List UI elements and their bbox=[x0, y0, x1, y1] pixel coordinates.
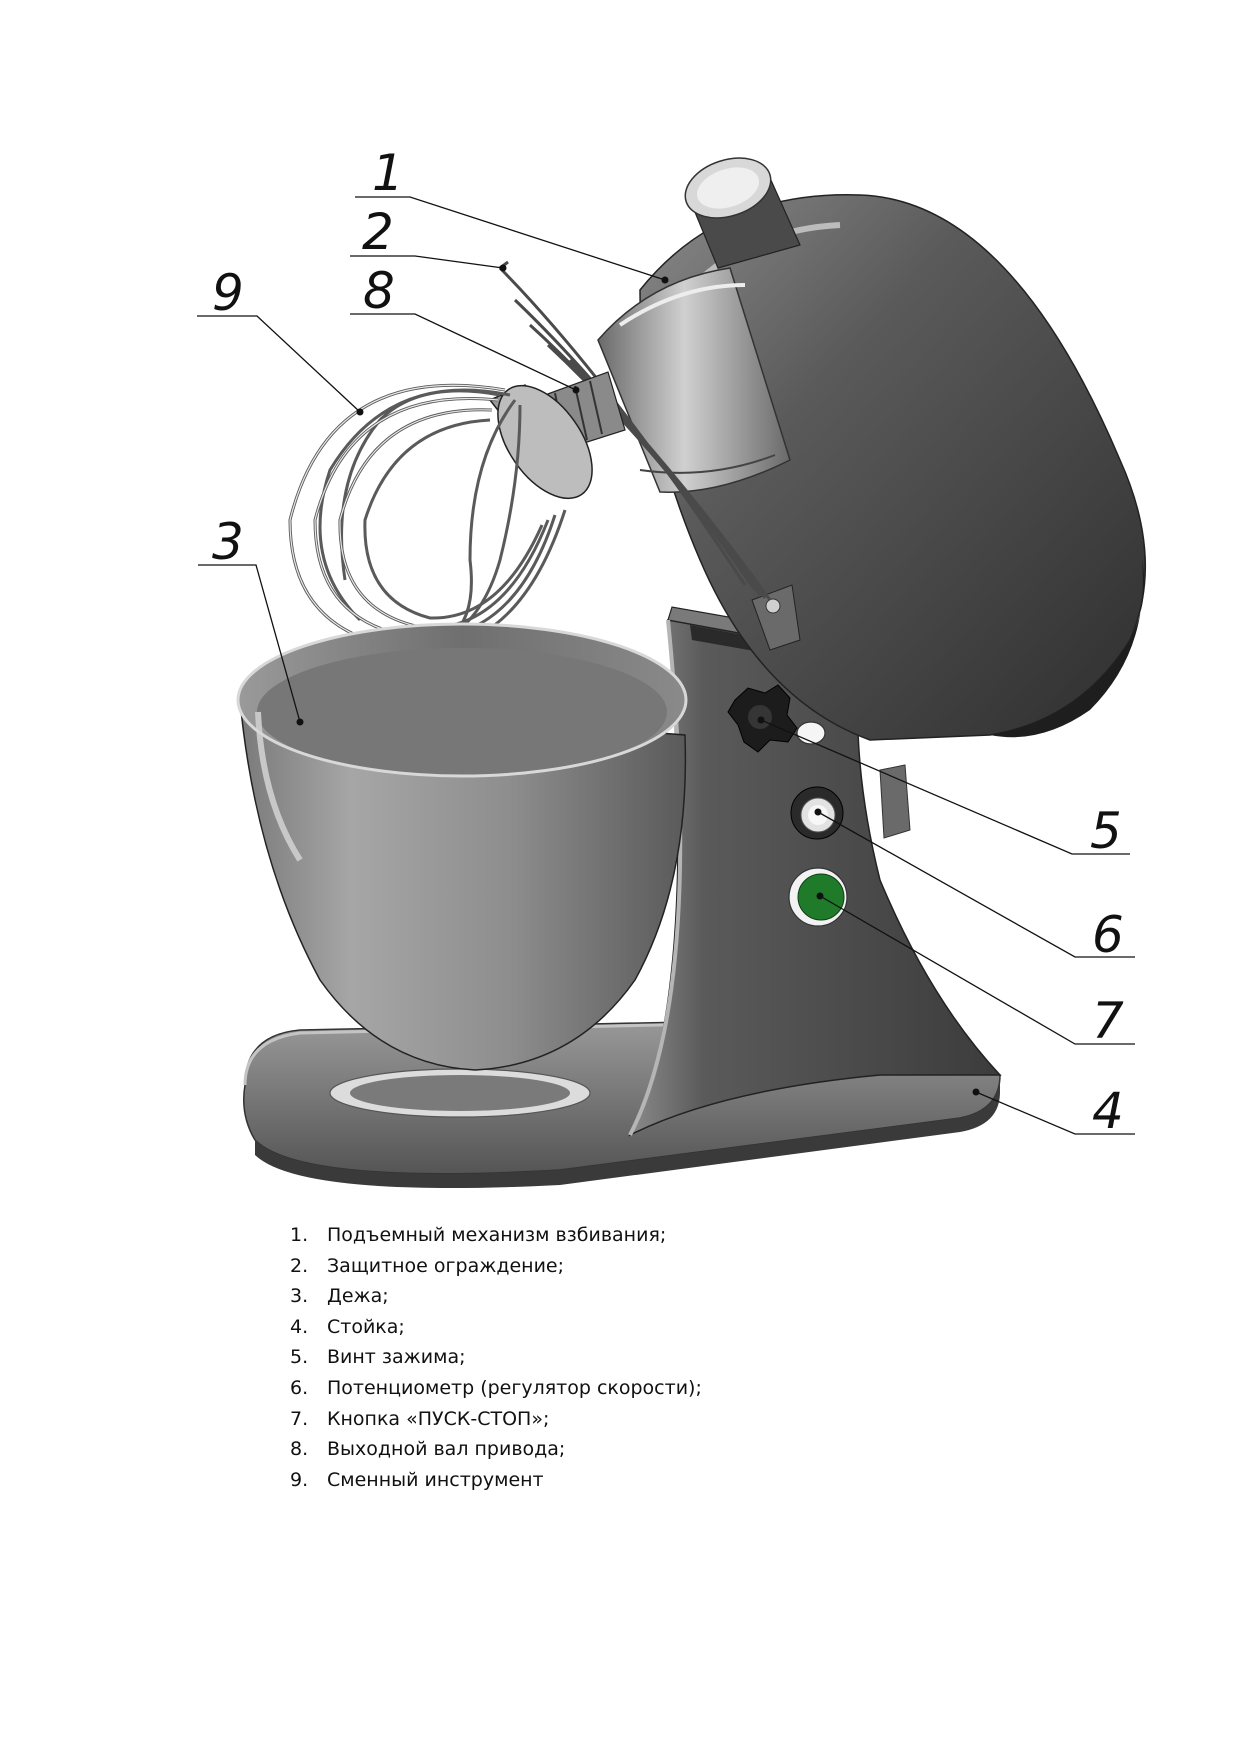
leader-1 bbox=[355, 196, 666, 281]
legend-number: 5. bbox=[290, 1346, 309, 1369]
legend-item: 3. Дежа; bbox=[290, 1281, 702, 1312]
legend-item: 8. Выходной вал привода; bbox=[290, 1434, 702, 1465]
legend-item: 9. Сменный инструмент bbox=[290, 1465, 702, 1496]
legend-text: Выходной вал привода; bbox=[327, 1438, 566, 1461]
callout-6: 6 bbox=[1092, 906, 1124, 964]
mixer-head bbox=[597, 157, 1147, 741]
legend-number: 8. bbox=[290, 1438, 309, 1461]
legend-item: 2. Защитное ограждение; bbox=[290, 1251, 702, 1282]
legend-item: 1. Подъемный механизм взбивания; bbox=[290, 1220, 702, 1251]
leader-5 bbox=[760, 719, 1130, 855]
parts-legend: 1. Подъемный механизм взбивания; 2. Защитн… bbox=[290, 1220, 702, 1495]
callout-3: 3 bbox=[212, 513, 244, 571]
legend-item: 5. Винт зажима; bbox=[290, 1342, 702, 1373]
legend-number: 3. bbox=[290, 1285, 309, 1308]
mixer-diagram: 1 2 8 9 3 5 6 7 4 bbox=[197, 144, 1147, 1189]
legend-text: Подъемный механизм взбивания; bbox=[327, 1224, 667, 1246]
bowl bbox=[236, 622, 688, 1071]
leader-4 bbox=[975, 1091, 1135, 1135]
callout-4: 4 bbox=[1092, 1082, 1124, 1140]
legend-text: Стойка; bbox=[327, 1315, 405, 1338]
legend-number: 2. bbox=[290, 1254, 309, 1277]
indicator-lamp bbox=[796, 721, 826, 745]
legend-number: 9. bbox=[290, 1468, 309, 1491]
leader-6 bbox=[817, 811, 1135, 958]
callout-5: 5 bbox=[1090, 802, 1122, 860]
legend-text: Винт зажима; bbox=[327, 1346, 466, 1369]
legend-number: 7. bbox=[290, 1407, 309, 1430]
callout-1: 1 bbox=[372, 144, 404, 202]
callout-7: 7 bbox=[1092, 992, 1124, 1050]
leader-8 bbox=[350, 313, 577, 391]
legend-text: Потенциометр (регулятор скорости); bbox=[327, 1376, 702, 1399]
leader-dots bbox=[296, 264, 980, 1096]
legend-text: Сменный инструмент bbox=[327, 1468, 544, 1491]
legend-text: Защитное ограждение; bbox=[327, 1254, 565, 1277]
leader-2 bbox=[350, 255, 504, 269]
lift-mechanism-ring bbox=[597, 267, 791, 493]
leader-3 bbox=[198, 564, 301, 723]
lift-lever bbox=[751, 584, 801, 651]
leader-7 bbox=[819, 895, 1135, 1045]
callout-8: 8 bbox=[363, 262, 395, 320]
legend-item: 7. Кнопка «ПУСК-СТОП»; bbox=[290, 1404, 702, 1435]
leader-9 bbox=[197, 315, 361, 413]
legend-number: 4. bbox=[290, 1315, 309, 1338]
cap bbox=[684, 157, 801, 269]
callout-9: 9 bbox=[212, 264, 244, 322]
callout-2: 2 bbox=[362, 203, 394, 261]
legend-text: Кнопка «ПУСК-СТОП»; bbox=[327, 1407, 550, 1430]
legend-number: 6. bbox=[290, 1376, 309, 1399]
legend-item: 4. Стойка; bbox=[290, 1312, 702, 1343]
leader-lines bbox=[197, 196, 1135, 1135]
callout-numbers: 1 2 8 9 3 5 6 7 4 bbox=[212, 144, 1124, 1140]
whisk bbox=[288, 383, 593, 652]
legend-number: 1. bbox=[290, 1224, 309, 1246]
legend-item: 6. Потенциометр (регулятор скорости); bbox=[290, 1373, 702, 1404]
legend-text: Дежа; bbox=[327, 1285, 389, 1308]
